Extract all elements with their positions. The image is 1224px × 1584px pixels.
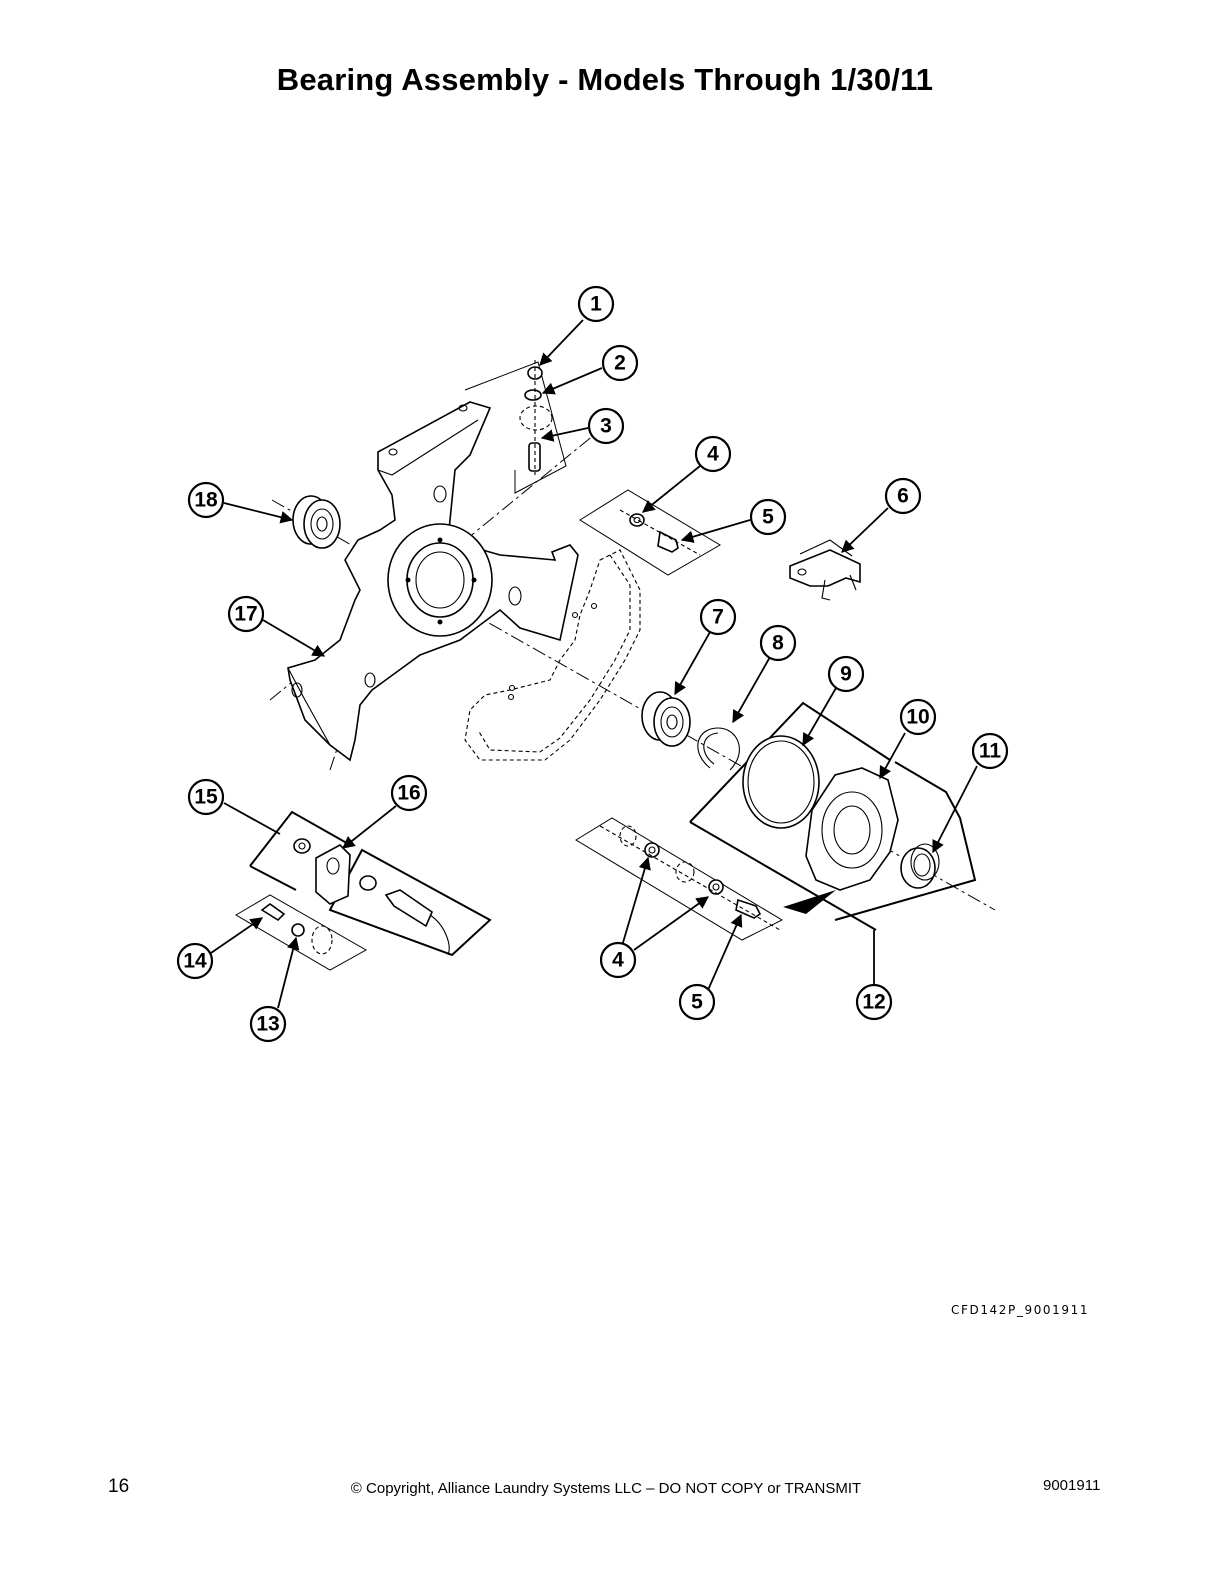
callout-11: 11 (971, 732, 1009, 770)
svg-text:11: 11 (979, 740, 1002, 763)
callout-1: 1 (577, 285, 615, 323)
svg-text:13: 13 (256, 1013, 279, 1036)
callout-7: 7 (699, 598, 737, 636)
svg-text:7: 7 (712, 606, 724, 629)
page-title: Bearing Assembly - Models Through 1/30/1… (276, 62, 934, 97)
copyright-notice: © Copyright, Alliance Laundry Systems LL… (350, 1480, 862, 1497)
svg-text:10: 10 (906, 706, 929, 729)
document-number: 9001911 (1043, 1477, 1101, 1494)
svg-text:2: 2 (614, 352, 626, 375)
bearing-part-7 (641, 691, 691, 747)
svg-text:9: 9 (840, 663, 852, 686)
leader-lines (207, 319, 978, 1009)
svg-text:4: 4 (612, 949, 624, 972)
fastener-inset-4-5-lower (575, 817, 784, 941)
callout-9: 9 (827, 655, 865, 693)
svg-text:18: 18 (194, 489, 218, 512)
svg-text:4: 4 (707, 443, 719, 466)
callout-14: 14 (176, 942, 214, 980)
callout-3: 3 (587, 407, 625, 445)
svg-text:8: 8 (772, 632, 784, 655)
svg-text:12: 12 (862, 991, 885, 1014)
svg-text:15: 15 (194, 786, 218, 809)
fastener-inset-4-5-upper (579, 489, 721, 576)
callout-4-lower: 4 (599, 941, 637, 979)
svg-text:5: 5 (762, 506, 774, 529)
page-number: 16 (108, 1476, 130, 1497)
svg-text:16: 16 (397, 782, 420, 805)
svg-text:1: 1 (590, 293, 602, 316)
callout-2: 2 (601, 344, 639, 382)
bearing-part-18 (292, 495, 341, 549)
bearing-spider (287, 401, 579, 762)
callout-5-upper: 5 (749, 498, 787, 536)
drawing-reference-code: CFD142P_9001911 (951, 1303, 1090, 1317)
callout-16: 16 (390, 774, 428, 812)
svg-text:17: 17 (234, 603, 257, 626)
bracket-part-6 (789, 539, 861, 601)
bearing-housing-box-9-12 (689, 701, 977, 931)
callout-12: 12 (855, 983, 893, 1021)
retaining-ring-part-8 (697, 727, 740, 771)
svg-text:3: 3 (600, 415, 612, 438)
svg-text:6: 6 (897, 485, 909, 508)
tub-outline-dashed (464, 549, 641, 761)
callout-13: 13 (249, 1005, 287, 1043)
fastener-inset-1-3 (464, 360, 567, 494)
svg-text:14: 14 (183, 950, 207, 973)
callout-17: 17 (227, 595, 265, 633)
callout-labels: 1 2 3 4 5 6 7 8 9 10 11 18 17 15 16 14 1… (176, 285, 1009, 1043)
callout-5-lower: 5 (678, 983, 716, 1021)
fastener-inset-13-16 (235, 810, 492, 971)
callout-18: 18 (187, 481, 225, 519)
svg-text:5: 5 (691, 991, 703, 1014)
callout-15: 15 (187, 778, 225, 816)
callout-8: 8 (759, 624, 797, 662)
callout-4-upper: 4 (694, 435, 732, 473)
callout-6: 6 (884, 477, 922, 515)
callout-10: 10 (899, 698, 937, 736)
